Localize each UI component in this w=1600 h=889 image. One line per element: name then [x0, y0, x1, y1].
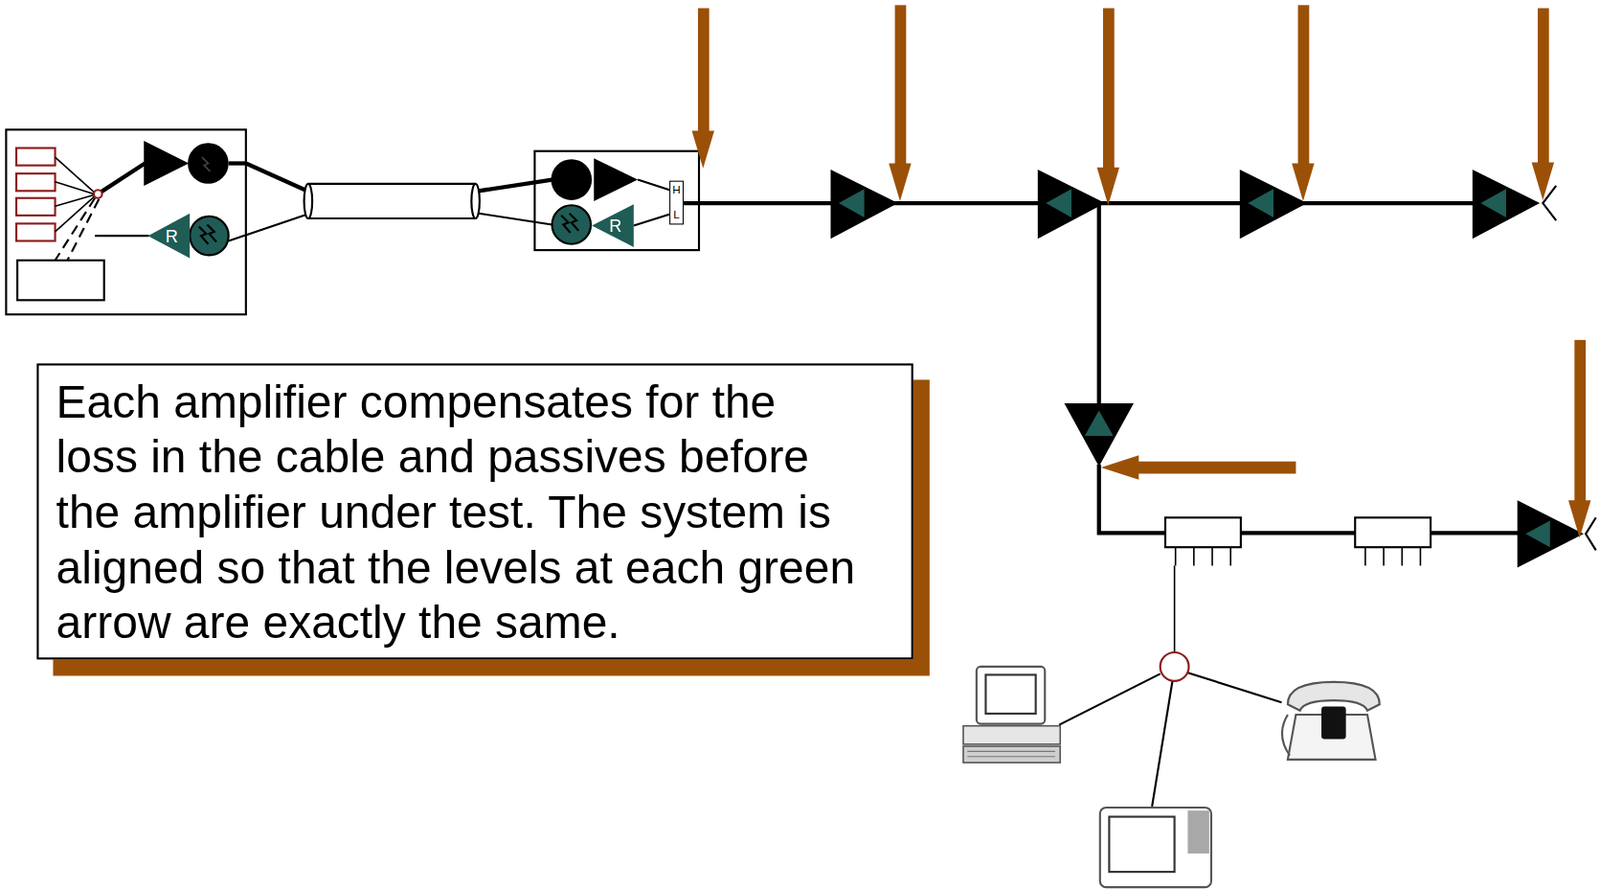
return-amplifier [1045, 188, 1072, 218]
test-arrow [1298, 4, 1310, 165]
splitter [1160, 652, 1190, 681]
test-arrow [1097, 167, 1120, 205]
test-arrow [1568, 499, 1591, 538]
tap-port [1175, 546, 1232, 565]
phone-handset [1287, 681, 1380, 711]
drop-line [1187, 672, 1282, 702]
test-arrow [895, 4, 907, 165]
test-arrow [692, 130, 715, 168]
symbol-label: R [165, 226, 179, 245]
computer-screen [985, 674, 1036, 713]
return-line [94, 234, 149, 237]
test-arrow [1136, 461, 1296, 474]
forward-line [637, 180, 670, 191]
dashed-link [55, 198, 96, 261]
return-amplifier [1480, 188, 1507, 218]
test-arrow [1101, 454, 1139, 480]
diplex-filter: HL [669, 180, 684, 226]
symbol-label: R [608, 216, 622, 234]
tap [1165, 517, 1241, 547]
fibre-line [478, 180, 553, 192]
transmitter-mark [561, 213, 579, 233]
drop-line [1151, 680, 1172, 807]
test-arrow [1291, 163, 1314, 202]
tap [1354, 517, 1431, 547]
tap-port [1365, 546, 1421, 565]
optical-receiver [189, 216, 228, 255]
cable-end [1585, 517, 1597, 550]
forward-line [101, 163, 146, 193]
tv-set [1100, 807, 1212, 887]
headend-box [5, 129, 246, 315]
symbol-label: L [673, 208, 680, 221]
test-arrow [1537, 8, 1550, 165]
return-amplifier [838, 188, 865, 218]
combiner-line [55, 181, 94, 195]
fibre-cable-end [304, 183, 314, 219]
tv-screen [1108, 816, 1174, 873]
phone-cord [1282, 714, 1290, 756]
fibre-cable [308, 183, 476, 219]
amplifier [1037, 169, 1105, 239]
source-box [16, 173, 55, 191]
return-amplifier [1247, 188, 1274, 218]
keyboard-keys [967, 750, 1056, 756]
return-amplifier [1525, 520, 1551, 548]
symbol-label: H [672, 184, 680, 197]
return-amplifier [1084, 409, 1114, 436]
note-text: Each amplifier compensates for the loss … [56, 374, 863, 651]
optical-transmitter [187, 142, 229, 184]
branch-cable [1097, 202, 1102, 406]
drop-line [1059, 673, 1161, 724]
computer-case [963, 725, 1060, 744]
drop-cable [1173, 564, 1176, 653]
receiver-mark [199, 224, 217, 244]
return-amplifier: R [591, 203, 634, 248]
combiner-line [55, 196, 96, 232]
feeder-cable [1099, 464, 1520, 533]
triangle-fill [591, 203, 634, 248]
return-amplifier: R [148, 213, 191, 259]
fibre-node-box [534, 151, 699, 250]
amplifier [1064, 403, 1134, 467]
source-box [16, 198, 55, 216]
forward-amplifier [143, 140, 189, 186]
fibre-line [228, 160, 247, 165]
transmitter-mark [202, 157, 211, 172]
test-arrow [698, 8, 710, 134]
test-arrow [1532, 161, 1555, 200]
tv-panel [1187, 810, 1209, 854]
note-box: Each amplifier compensates for the loss … [36, 362, 913, 659]
dashed-link [67, 199, 99, 261]
source-box [16, 223, 55, 241]
test-arrow [1103, 8, 1115, 170]
source-box [16, 148, 55, 166]
optical-transmitter [552, 204, 591, 244]
computer-keyboard [963, 745, 1060, 763]
equipment-box [17, 260, 105, 301]
combiner-point [93, 189, 103, 199]
signal-line [633, 214, 670, 226]
forward-amplifier [593, 157, 638, 202]
amplifier [830, 169, 898, 239]
test-arrow [1574, 339, 1586, 502]
computer-monitor [976, 666, 1045, 724]
test-arrow [888, 163, 911, 202]
fibre-line [246, 163, 308, 192]
fibre-line [478, 213, 553, 226]
phone-dial [1321, 705, 1347, 739]
fibre-line [228, 214, 308, 242]
optical-receiver [550, 158, 592, 201]
amplifier [1472, 169, 1540, 239]
combiner-line [55, 195, 94, 207]
triangle-fill [148, 213, 191, 259]
